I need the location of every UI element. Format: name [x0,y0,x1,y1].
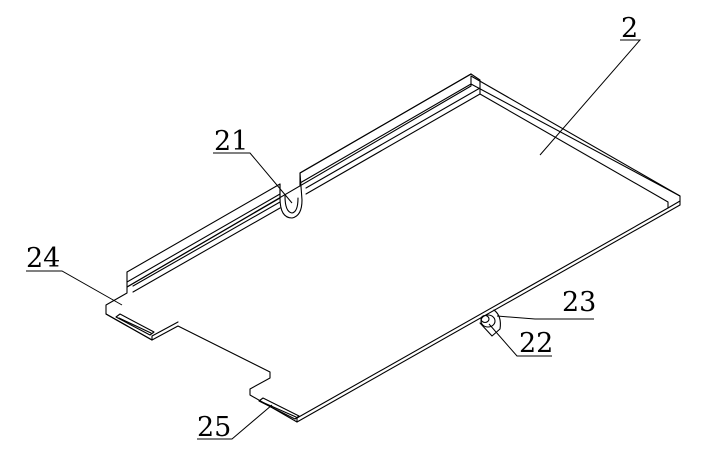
notch-arc-inner [284,195,299,214]
leader-2 [539,39,642,156]
label-24: 24 [26,243,60,274]
leader-21 [213,152,293,204]
slot-25-outline [258,397,300,420]
rail-right-inner-2 [305,87,481,189]
slot-24-outline [115,313,155,336]
boss-ring [480,314,496,328]
rail-left-inner-1 [126,193,281,283]
rail-left-inner-2 [132,201,281,287]
slot-24-inner [118,317,152,334]
rail-right-top [299,73,472,187]
rail-right-ridge [299,73,472,174]
leader-25 [197,404,273,440]
rail-right-inner-1 [299,83,472,184]
end-wall [479,93,669,209]
boss-hole [480,314,490,324]
leader-24 [26,270,123,306]
slot-25-inner [261,401,297,418]
rail-left-base [132,207,281,293]
end-wall-top [470,83,681,197]
rail-right-base [305,93,481,195]
slot-24 [115,313,155,336]
plate-right-thickness [296,204,681,423]
notch-arc-outer [279,197,303,219]
leader-23 [496,315,594,320]
label-22: 22 [519,328,553,359]
leaders [26,39,642,440]
plate-front-thickness [105,313,179,341]
leader-22 [488,323,552,357]
label-21: 21 [214,126,248,157]
boss-wedge [479,309,501,337]
slot-25 [258,397,300,420]
rail-left-top [126,183,281,288]
rail [126,73,681,293]
reference-numerals: 2 21 24 23 22 25 [26,13,638,443]
boss-22-23 [479,309,501,337]
label-23: 23 [562,287,596,318]
label-2: 2 [621,13,638,44]
label-25: 25 [197,412,231,443]
notch-21 [279,172,303,219]
notch-side-right [299,172,303,201]
rail-left-ridge [126,183,281,273]
